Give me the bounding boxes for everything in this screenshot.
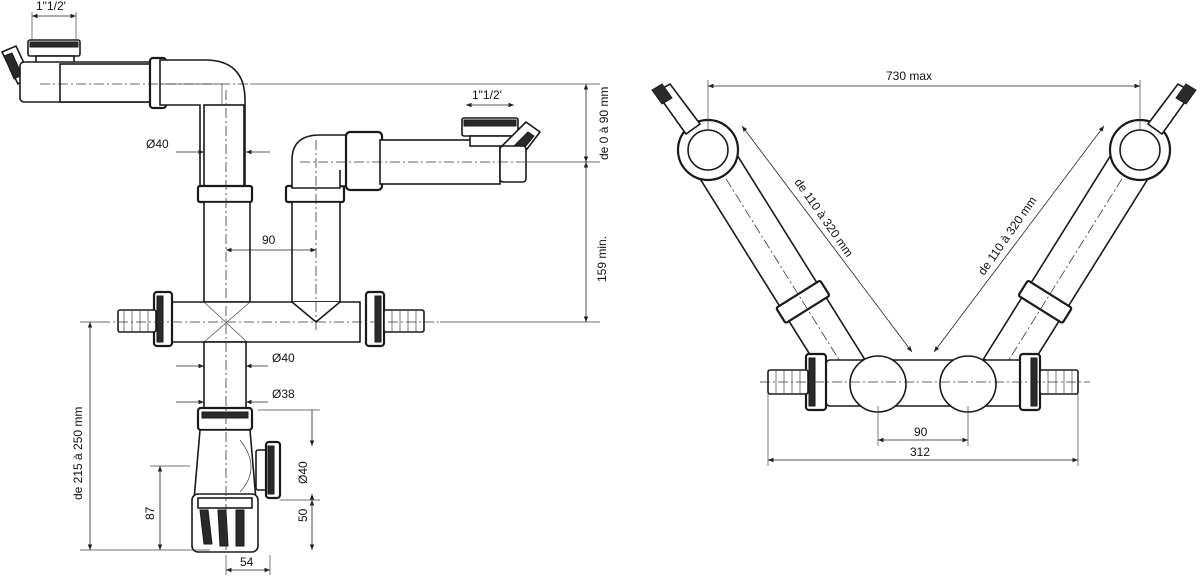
thread-right-label: 1"1/2' — [472, 88, 502, 102]
right-plan-view: 730 max de 110 à 320 mm de 110 à 320 mm … — [651, 69, 1197, 466]
total-height-label: de 215 à 250 mm — [71, 407, 85, 500]
min-height-label: 159 min. — [595, 236, 609, 282]
thread-top-left-label: 1"1/2' — [36, 0, 66, 13]
left-vertical-pipe — [196, 104, 254, 303]
right-plan-head — [1108, 82, 1197, 182]
left-elevation-view: 1"1/2' 1"1/2' Ø40 90 Ø40 Ø38 de 0 à 90 m… — [0, 0, 611, 575]
left-plan-head — [651, 82, 740, 182]
dia-upper-pipe-label: Ø40 — [146, 137, 169, 151]
plan-center-distance-label: 90 — [914, 425, 928, 439]
center-distance-label: 90 — [262, 233, 276, 247]
trap-height-label: 87 — [143, 506, 157, 520]
tail-pipe — [196, 341, 254, 432]
height-offset-label: de 0 à 90 mm — [597, 87, 611, 160]
outlet-height-label: 50 — [296, 508, 310, 522]
right-branch — [284, 117, 542, 303]
bottle-trap — [191, 429, 282, 553]
right-arm-length-label: de 110 à 320 mm — [975, 194, 1040, 278]
dia-lower-pipe-label: Ø40 — [272, 351, 295, 365]
outlet-dia-label: Ø40 — [296, 461, 310, 484]
plan-tee-body — [767, 352, 1079, 413]
dia-tail-label: Ø38 — [272, 387, 295, 401]
max-span-label: 730 max — [886, 69, 932, 83]
trap-width-label: 54 — [240, 555, 254, 569]
left-arm-length-label: de 110 à 320 mm — [792, 176, 857, 260]
overall-width-label: 312 — [910, 445, 930, 459]
tee-body — [117, 290, 425, 348]
